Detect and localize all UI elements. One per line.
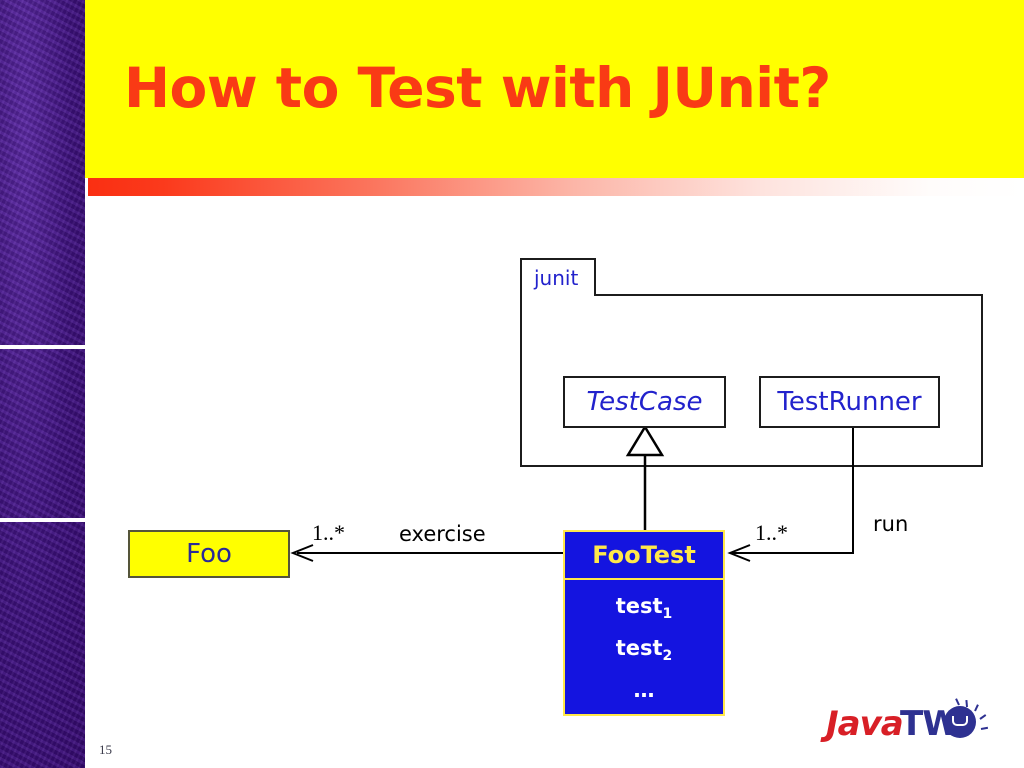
logo-ray-icon	[965, 699, 968, 708]
package-junit-tab	[520, 258, 596, 296]
class-box-footest[interactable]: FooTest test1 test2 …	[563, 530, 725, 716]
multiplicity-label-exercise: 1..*	[312, 520, 345, 545]
class-member-test1: test1	[565, 594, 723, 622]
class-member-ellipsis: …	[565, 678, 723, 702]
association-label-run: run	[873, 512, 909, 536]
title-banner	[85, 0, 1024, 178]
member-base: …	[633, 678, 655, 703]
member-subscript: 1	[662, 606, 673, 623]
logo-orb-icon	[944, 706, 976, 738]
class-name-testrunner: TestRunner	[777, 387, 922, 417]
javatwo-logo: Java TW	[826, 698, 989, 752]
class-name-testcase: TestCase	[586, 387, 703, 417]
class-box-testcase[interactable]: TestCase	[563, 376, 726, 428]
arrowhead-exercise-icon	[290, 544, 314, 562]
page-title: How to Test with JUnit?	[124, 56, 831, 120]
member-subscript: 2	[662, 648, 673, 665]
slide-number: 15	[99, 742, 112, 757]
sidebar-divider-bottom	[0, 518, 85, 522]
class-name-footest: FooTest	[565, 532, 723, 580]
logo-ray-icon	[974, 704, 979, 712]
class-box-foo[interactable]: Foo	[128, 530, 290, 578]
multiplicity-label-run: 1..*	[755, 520, 788, 545]
class-name-foo: Foo	[186, 539, 232, 569]
member-base: test	[615, 636, 663, 661]
sidebar-divider-top	[0, 345, 85, 349]
logo-ray-icon	[979, 714, 987, 720]
sidebar-decoration	[0, 0, 85, 768]
logo-coffee-cup-icon	[952, 716, 968, 726]
member-base: test	[615, 594, 663, 618]
class-members-footest: test1 test2 …	[565, 580, 723, 702]
class-member-test2: test2	[565, 636, 723, 664]
class-box-testrunner[interactable]: TestRunner	[759, 376, 940, 428]
title-underline-gradient	[88, 178, 1024, 196]
association-label-exercise: exercise	[399, 522, 486, 546]
logo-text-java: Java	[826, 704, 904, 744]
package-junit-label: junit	[534, 266, 579, 290]
arrowhead-run-icon	[727, 544, 751, 562]
